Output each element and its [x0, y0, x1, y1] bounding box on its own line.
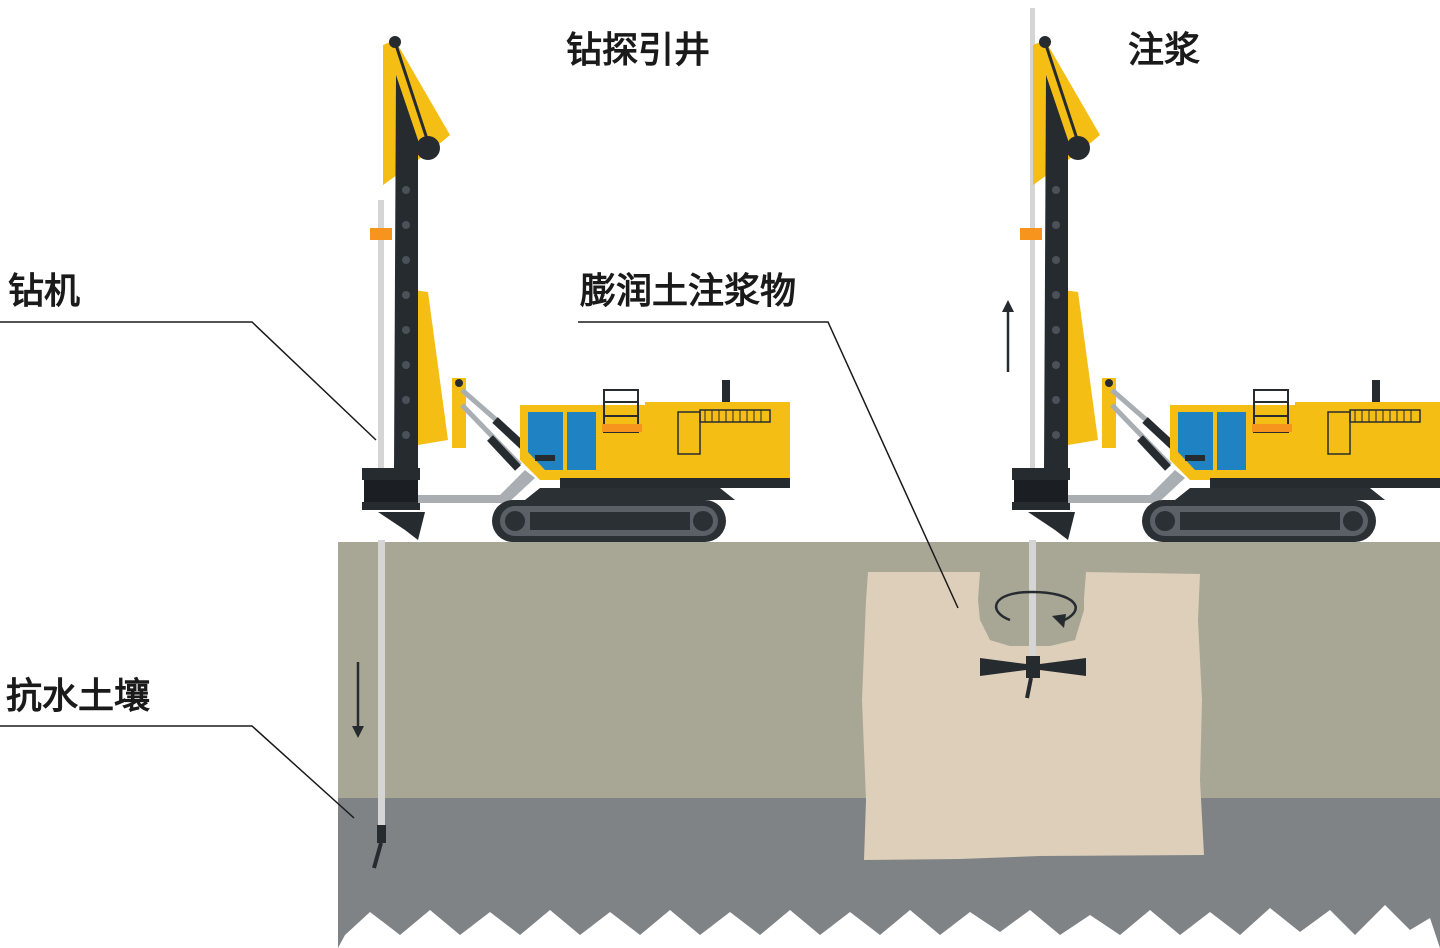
right-grout-rod [1029, 540, 1036, 665]
label-water-resistant-soil: 抗水土壤 [6, 675, 150, 717]
label-bentonite-grout: 膨润土注浆物 [580, 271, 796, 312]
left-drill-rod-above [378, 200, 384, 470]
label-drill-rig: 钻机 [8, 271, 80, 312]
drill-rig-leader-line [0, 321, 377, 441]
left-drill-tip [372, 842, 383, 869]
grout-leader-line [578, 321, 959, 609]
arrow-down-icon [352, 662, 364, 738]
bentonite-grout-zone [862, 572, 1204, 860]
title-left: 钻探引井 [566, 30, 710, 71]
right-grout-rod-above [1030, 8, 1035, 473]
title-right: 注浆 [1128, 30, 1200, 71]
arrow-up-icon [1002, 300, 1014, 372]
left-drill-rod [378, 540, 385, 825]
rotation-arrow-icon [994, 590, 1077, 628]
left-drill-bit [377, 825, 386, 843]
right-drill-rig [980, 8, 1440, 699]
left-drill-rig [362, 36, 790, 869]
water-soil-leader-line [0, 725, 355, 819]
